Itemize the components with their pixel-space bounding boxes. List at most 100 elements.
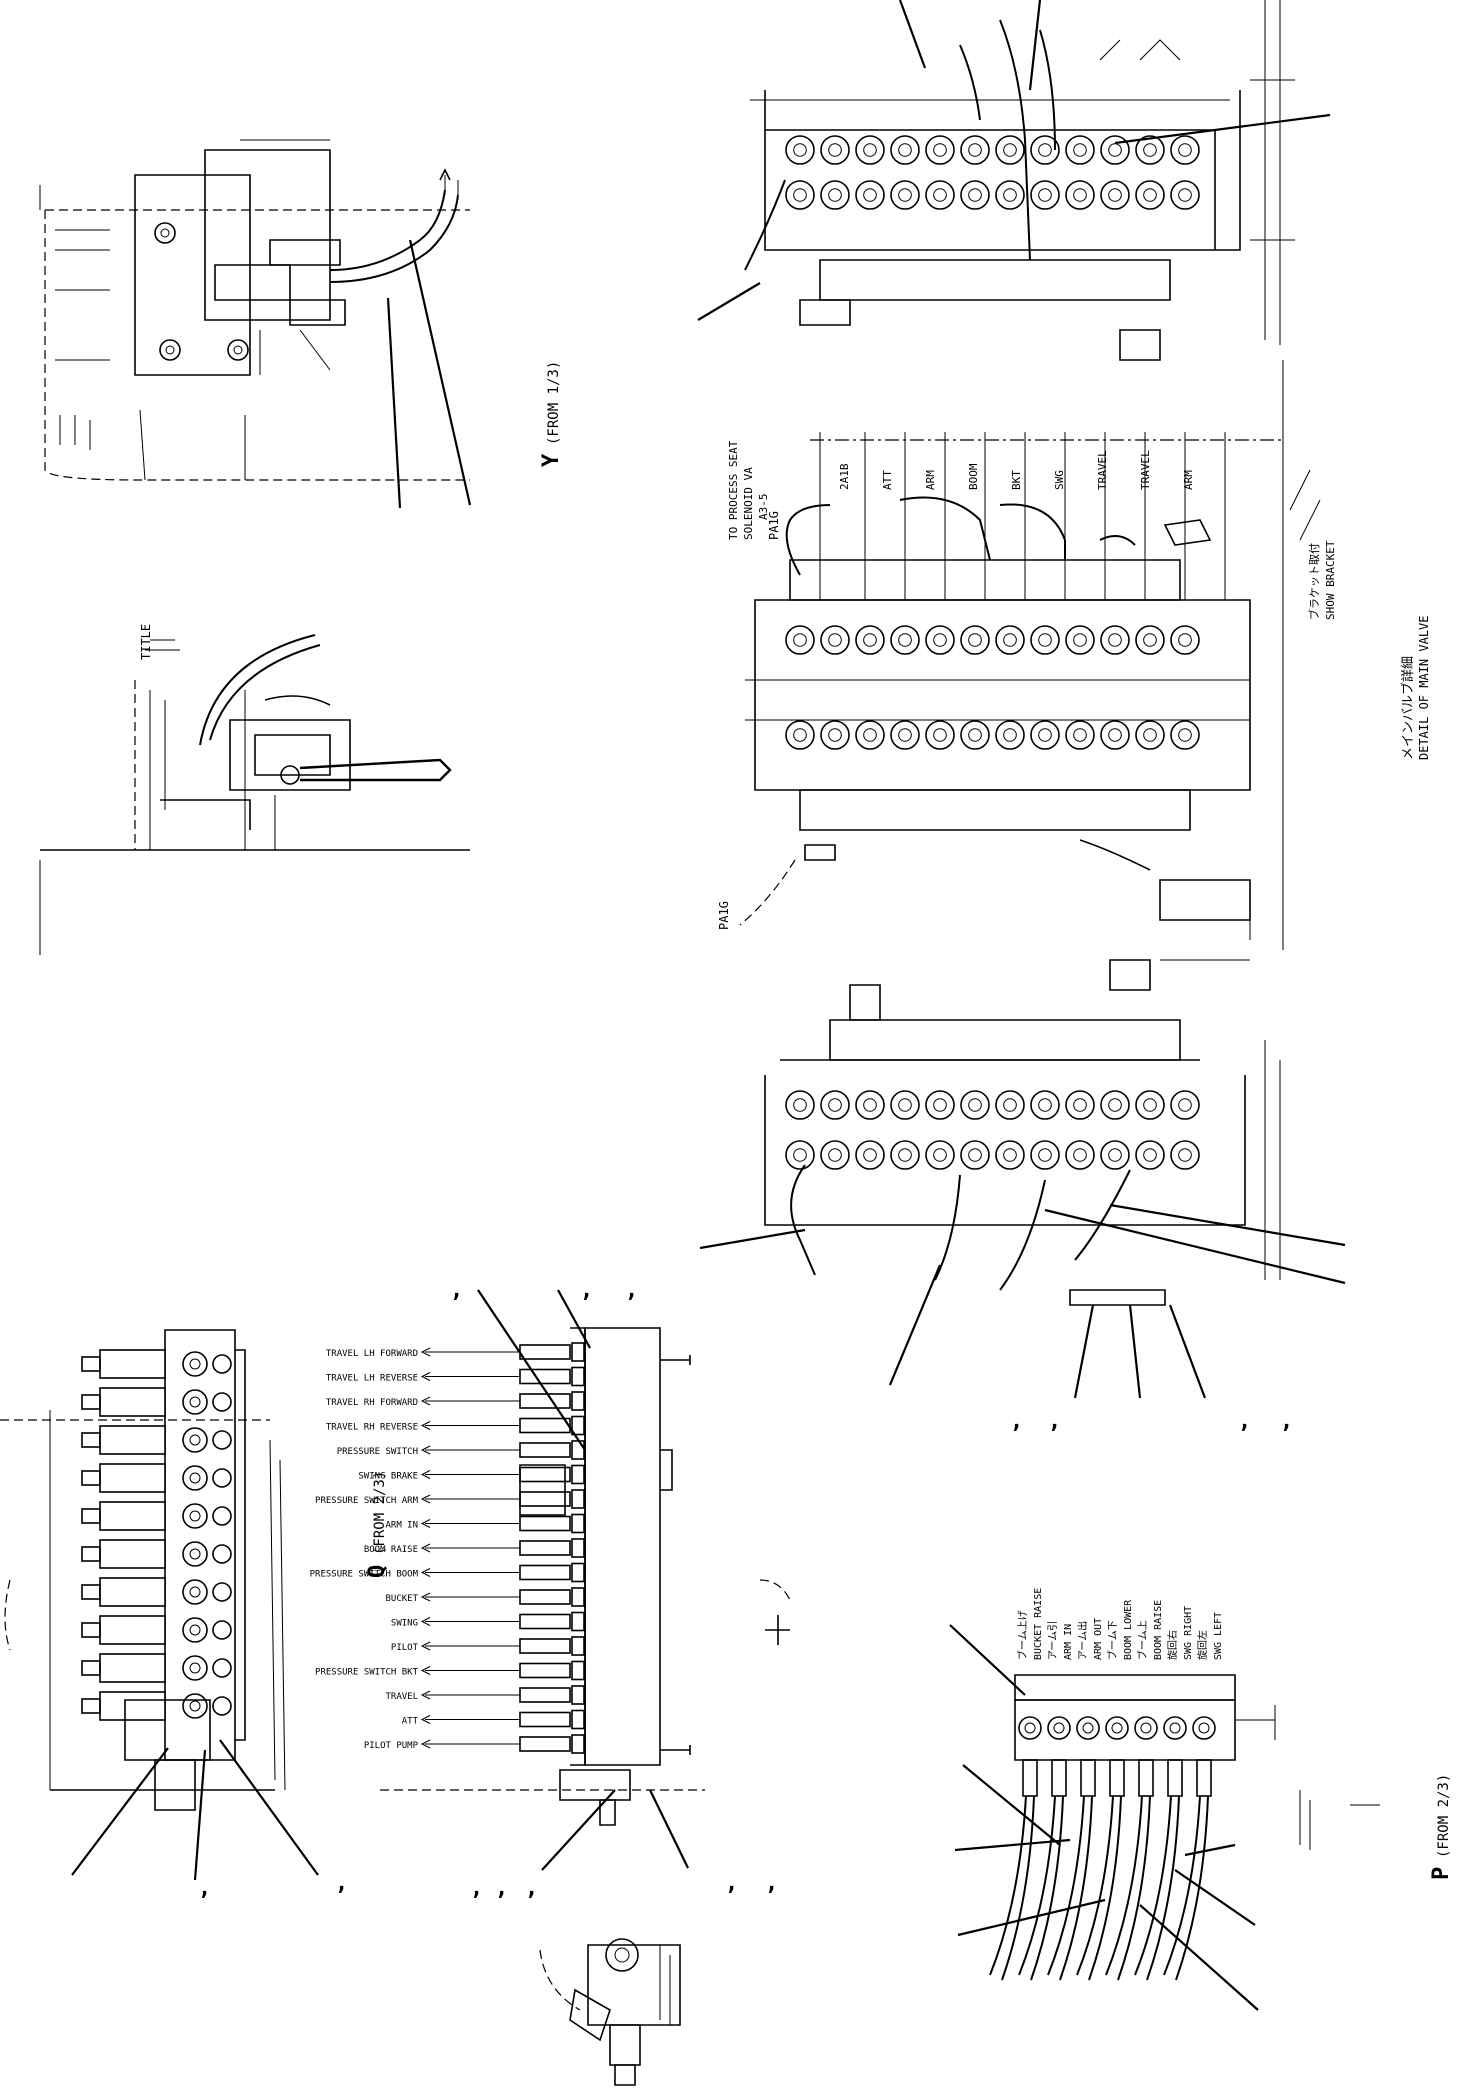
port-circle — [212, 1506, 232, 1526]
port-core — [968, 143, 982, 157]
q-port — [571, 1685, 585, 1705]
callout-q-mid-3: , — [525, 1876, 538, 1901]
y-view-letter: Y — [539, 453, 564, 467]
port-core — [1003, 633, 1017, 647]
port-circle — [1170, 1090, 1200, 1120]
solenoid-cap — [81, 1622, 101, 1638]
port-core — [933, 633, 947, 647]
lever-assembly: TITLE — [39, 624, 470, 955]
column-tag: BOOM — [967, 463, 980, 490]
q-label: SWING — [391, 1619, 418, 1629]
port-core — [1038, 1148, 1052, 1162]
p-hose — [1059, 1795, 1093, 1981]
port-circle — [890, 1090, 920, 1120]
fitting-core — [189, 1586, 201, 1598]
q-label: PRESSURE SWITCH BOOM — [310, 1570, 419, 1580]
port-circle — [855, 625, 885, 655]
port-core — [1003, 1098, 1017, 1112]
port-circle — [960, 135, 990, 165]
port-circle — [1065, 180, 1095, 210]
port-core — [933, 143, 947, 157]
port-core — [863, 1098, 877, 1112]
port-circle — [890, 135, 920, 165]
port-circle — [1135, 135, 1165, 165]
callout-q-top-2: , — [580, 1278, 593, 1303]
port-circle — [1135, 720, 1165, 750]
q-arrow — [420, 1396, 431, 1406]
detail-jp-label: メインバルブ詳細 — [1400, 656, 1416, 760]
p-view-note: (FROM 2/3) — [1436, 1774, 1452, 1858]
port-core — [1178, 1148, 1192, 1162]
callout-q-right-1: , — [725, 1871, 738, 1896]
p-fitting — [1167, 1759, 1183, 1797]
q-label: SWING BRAKE — [358, 1472, 418, 1482]
fitting-circle — [182, 1503, 208, 1529]
q-arrow — [420, 1592, 431, 1602]
port-core — [1073, 728, 1087, 742]
column-tag: 2A1B — [838, 463, 851, 490]
p-fitting — [1051, 1759, 1067, 1797]
fitting-circle — [182, 1541, 208, 1567]
q-port — [571, 1342, 585, 1362]
p-hose — [1076, 1795, 1114, 1976]
q-hose-fitting — [519, 1442, 571, 1458]
q-hose-fitting — [519, 1736, 571, 1752]
q-hose-fitting — [519, 1466, 571, 1483]
q-arrow — [420, 1568, 431, 1577]
solenoid-coil — [99, 1691, 166, 1721]
main-valve-top — [697, 0, 1331, 361]
port-circle — [785, 1090, 815, 1120]
port-core — [828, 143, 842, 157]
fitting-core — [189, 1472, 201, 1484]
port-circle — [820, 135, 850, 165]
p-hose — [1018, 1795, 1056, 1976]
port-core — [793, 188, 807, 202]
port-core — [898, 1098, 912, 1112]
p-label: ブーム下 — [1106, 1620, 1119, 1660]
p-port — [1018, 1716, 1042, 1740]
q-hose-fitting — [519, 1564, 571, 1581]
port-core — [863, 143, 877, 157]
port-circle — [1170, 625, 1200, 655]
q-arrow — [420, 1739, 431, 1749]
solenoid-cap — [81, 1508, 101, 1524]
port-core — [828, 633, 842, 647]
q-label: BUCKET — [385, 1594, 418, 1604]
port-core — [1108, 188, 1122, 202]
q-view-letter: Q — [365, 1565, 390, 1578]
p-hose — [1105, 1795, 1143, 1976]
q-label: PRESSURE SWITCH ARM — [315, 1496, 419, 1506]
column-tag: TRAVEL — [1096, 450, 1109, 490]
p-port — [1076, 1716, 1100, 1740]
code-label: A3-5 — [757, 494, 770, 521]
q-port — [571, 1464, 585, 1485]
p-port — [1192, 1716, 1216, 1740]
port-circle — [1030, 135, 1060, 165]
q-hose-fitting — [519, 1589, 571, 1605]
side-note-jp: ブラケット取付 — [1307, 543, 1321, 620]
q-arrow — [420, 1666, 431, 1675]
solenoid-cap — [81, 1394, 101, 1410]
q-port — [571, 1391, 585, 1411]
fitting-circle — [182, 1427, 208, 1453]
port-core — [968, 1098, 982, 1112]
p-label: アーム引 — [1047, 1621, 1059, 1660]
bottom-small-valve — [539, 1938, 681, 2086]
q-label: ARM IN — [385, 1521, 418, 1531]
port-core — [968, 728, 982, 742]
p-hose — [1163, 1795, 1201, 1976]
p-hose — [1047, 1795, 1085, 1976]
port-core — [898, 188, 912, 202]
q-view-note: (FROM 2/3) — [372, 1471, 388, 1555]
y-view-assembly — [39, 139, 472, 509]
svg-text:TITLE: TITLE — [139, 624, 153, 660]
callout-mid-bottom-1: , — [1010, 1409, 1023, 1434]
column-tag: ATT — [881, 470, 894, 490]
p-hose — [1146, 1795, 1180, 1981]
callout-q-right-2: , — [765, 1871, 778, 1896]
port-core — [1178, 188, 1192, 202]
q-label: TRAVEL — [385, 1692, 418, 1702]
q-port — [571, 1734, 585, 1754]
p-hose — [1134, 1795, 1172, 1976]
port-core — [1038, 143, 1052, 157]
